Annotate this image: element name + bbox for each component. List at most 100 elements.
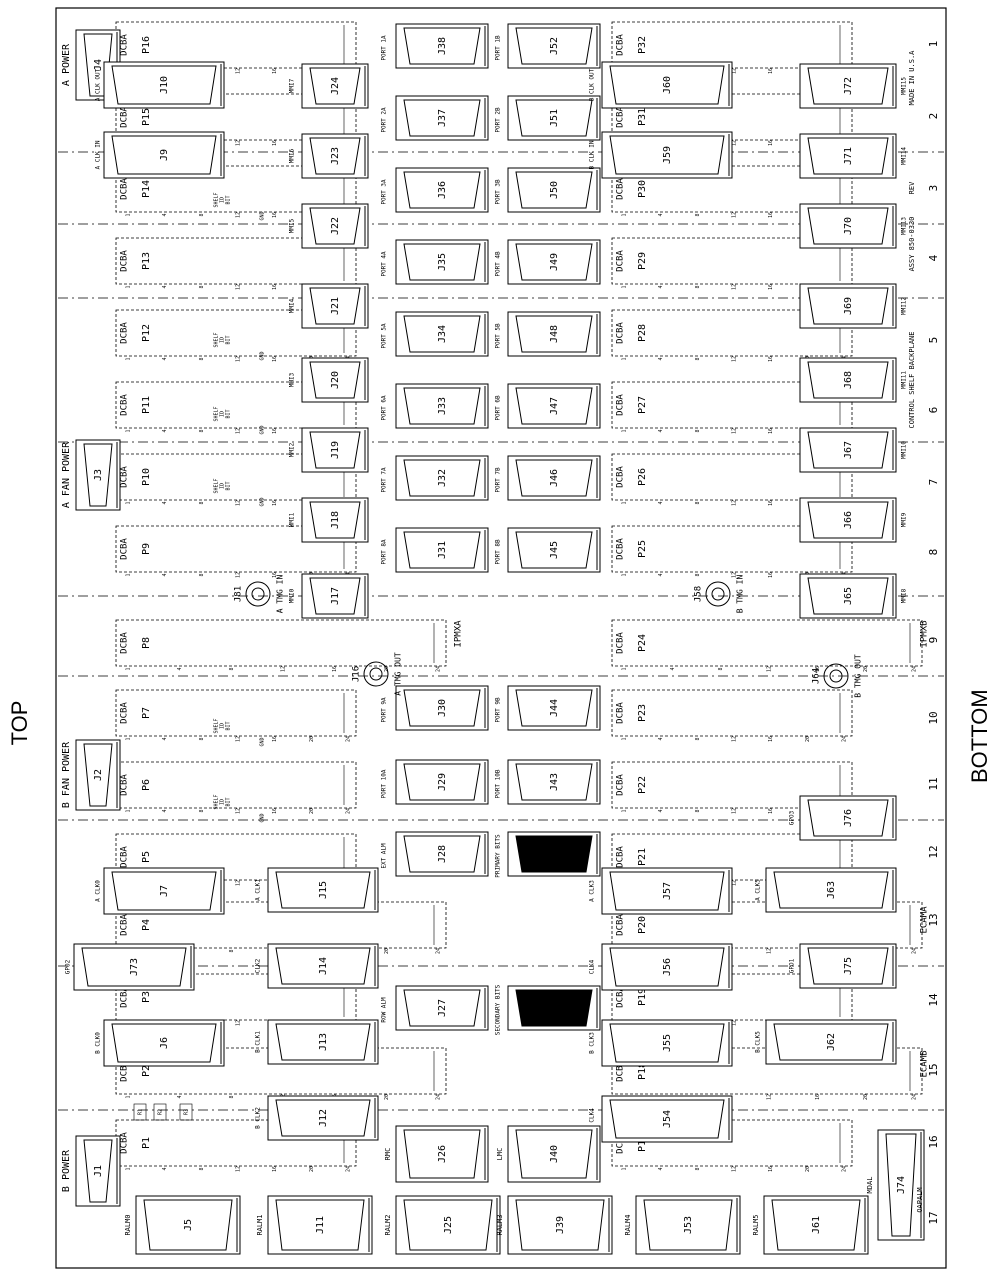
label-j23: MMI6	[289, 148, 296, 163]
power-j3-label: J3	[93, 469, 104, 481]
connector-j72-label: J72	[843, 77, 854, 95]
label-j11: RALM1	[256, 1214, 264, 1235]
connector-j53-shell	[643, 1199, 733, 1251]
connector-p31-tag: DCBA	[616, 106, 626, 128]
connector-j65-shell	[807, 577, 889, 615]
shelf-label-0: SHELF	[214, 192, 220, 207]
connector-p24-pin-4: 4	[670, 667, 676, 670]
connector-p10-pin-1: 1	[126, 501, 132, 504]
coax-id-j16: J16	[352, 666, 362, 682]
connector-j21-shell	[309, 287, 361, 325]
connector-p23-pin-4: 4	[658, 737, 664, 740]
connector-p24-body	[611, 619, 923, 667]
connector-p6-pin-12: 12	[236, 808, 242, 814]
connector-p29-pin-4: 4	[658, 285, 664, 288]
label-j72: MMI15	[901, 77, 908, 95]
connector-p15-id: P15	[141, 108, 152, 126]
connector-j15-frame	[267, 867, 379, 913]
connector-j61-frame	[763, 1195, 869, 1255]
connector-j10-label: J10	[159, 76, 170, 94]
coax-j16-inner	[369, 667, 383, 681]
slot-number-9: 9	[927, 637, 940, 644]
id-label-0: ID	[220, 197, 226, 203]
label-j73: GPO2	[65, 959, 72, 974]
connector-j76-frame	[799, 795, 897, 841]
connector-p30-tag: DCBA	[616, 178, 626, 200]
connector-p9-pin-4: 4	[162, 573, 168, 576]
label-j15: A CLK1	[255, 879, 262, 901]
connector-p8-pin-8: 8	[229, 667, 235, 670]
connector-j61-shell	[771, 1199, 861, 1251]
connector-p29-pin-16: 16	[768, 284, 774, 290]
slot-number-17: 17	[927, 1211, 940, 1224]
connector-p24-pin-24: 24	[912, 666, 918, 672]
connector-p22-pin-8: 8	[695, 809, 701, 812]
connector-j44-label: J44	[549, 699, 560, 717]
bit-label-4: BIT	[226, 721, 232, 730]
connector-j50-label: J50	[549, 181, 560, 199]
connector-j11-label: J11	[315, 1216, 326, 1234]
connector-p26-pin-12: 12	[732, 500, 738, 506]
connector-p18-id: P18	[637, 1062, 648, 1080]
slot-number-12: 12	[927, 845, 940, 858]
connector-j32-label: J32	[437, 469, 448, 487]
id-label-3: ID	[220, 483, 226, 489]
connector-j17-shell	[309, 577, 361, 615]
connector-j9-shell	[111, 135, 217, 175]
connector-p7-body	[115, 689, 357, 737]
connector-p4-id: P4	[141, 919, 152, 931]
label-j60: B CLK OUT	[589, 68, 596, 101]
connector-p25-pin-16: 16	[768, 572, 774, 578]
connector-p5-body	[115, 833, 357, 881]
connector-p25-tag: DCBA	[616, 538, 626, 560]
label-j31: PORT 8A	[381, 539, 388, 565]
connector-p28-pin-12: 12	[732, 356, 738, 362]
connector-p9-pin-12: 12	[236, 572, 242, 578]
label-j49: PORT 4B	[495, 251, 502, 277]
label-ipmxa: IPMXA	[454, 620, 464, 648]
connector-p7-pin-4: 4	[162, 737, 168, 740]
connector-j42-label: J42	[549, 845, 560, 863]
connector-p26-tag: DCBA	[616, 466, 626, 488]
connector-j51-label: J51	[549, 109, 560, 127]
connector-p17-pin-4: 4	[658, 1167, 664, 1170]
connector-p25-pin-4: 4	[658, 573, 664, 576]
label-j34: PORT 5A	[381, 323, 388, 349]
label-j75: GPO1	[789, 958, 796, 973]
connector-j54-shell	[609, 1099, 725, 1139]
connector-j30-frame	[395, 685, 489, 731]
connector-p30-id: P30	[637, 180, 648, 198]
connector-p32-tag: DCBA	[616, 34, 626, 56]
gnd-label-5: GND	[260, 813, 266, 822]
connector-j54-label: J54	[662, 1110, 673, 1128]
connector-j73-frame	[73, 943, 195, 991]
label-j28: EXT ALM	[381, 843, 388, 869]
connector-j32-frame	[395, 455, 489, 501]
connector-p22-pin-4: 4	[658, 809, 664, 812]
component-layer: 1234567891011121314151617P16DCBA14812162…	[58, 21, 944, 1255]
connector-j62-shell	[773, 1023, 889, 1061]
connector-p15-tag: DCBA	[120, 106, 130, 128]
connector-p12-tag: DCBA	[120, 322, 130, 344]
label-j35: PORT 4A	[381, 251, 388, 277]
connector-j62-frame	[765, 1019, 897, 1065]
power-j2-frame	[75, 739, 121, 811]
connector-p27-pin-12: 12	[732, 428, 738, 434]
connector-p8-pin-1: 1	[126, 667, 132, 670]
connector-j66-frame	[799, 497, 897, 543]
connector-p24-pin-8: 8	[718, 667, 724, 670]
connector-j40-shell	[515, 1129, 593, 1179]
connector-j60-label: J60	[662, 76, 673, 94]
connector-p1-pin-20: 20	[309, 1166, 315, 1172]
connector-p13-pin-1: 1	[126, 285, 132, 288]
connector-j30-shell	[403, 689, 481, 727]
connector-p8-body	[115, 619, 447, 667]
connector-j25-frame	[395, 1195, 501, 1255]
connector-j66-shell	[807, 501, 889, 539]
connector-p25-id: P25	[637, 540, 648, 558]
connector-p15-pin-16: 16	[272, 140, 278, 146]
connector-p8-pin-24: 24	[436, 666, 442, 672]
label-j37: PORT 2A	[381, 107, 388, 133]
top-side-label: TOP	[7, 700, 32, 746]
connector-j69-shell	[807, 287, 889, 325]
